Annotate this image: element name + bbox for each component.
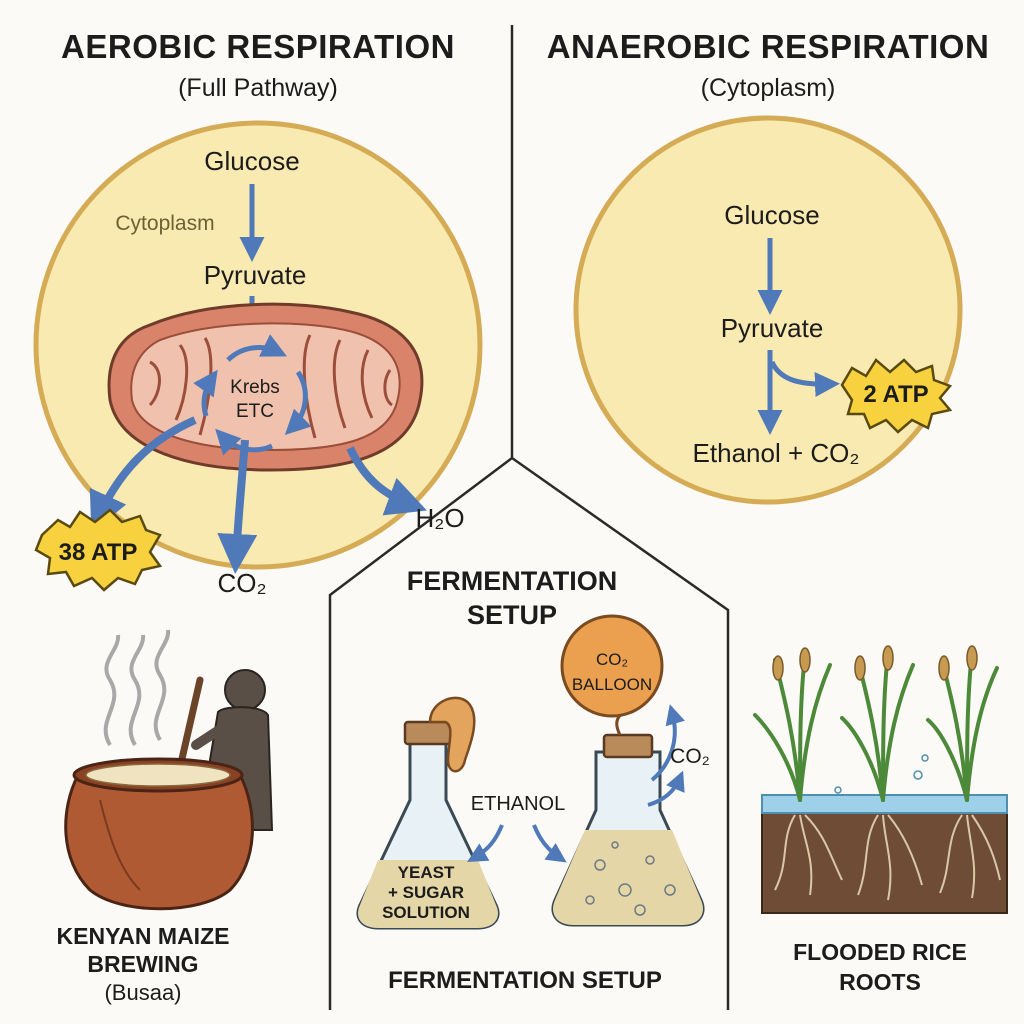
aerobic-atp-burst-icon <box>34 508 163 592</box>
cytoplasm-label: Cytoplasm <box>115 212 214 235</box>
flask-label-line1: YEAST <box>398 863 455 882</box>
kenyan-label-line2: BREWING <box>87 951 198 977</box>
anaerobic-atp-label: 2 ATP <box>863 381 928 408</box>
flask-label-line2: + SUGAR <box>388 883 464 902</box>
anaerobic-atp-arrow <box>769 360 840 397</box>
co2-output-arrow <box>217 439 258 574</box>
fermentation-co2-label: CO₂ <box>670 745 710 768</box>
kenyan-brewing-panel: KENYAN MAIZE BREWING (Busaa) <box>57 629 274 1005</box>
right-flask-icon <box>551 733 705 927</box>
balloon-label-line1: CO₂ <box>596 650 628 669</box>
aerobic-pyruvate-label: Pyruvate <box>204 260 307 290</box>
fermentation-title-line1: FERMENTATION <box>407 566 617 596</box>
water-bubbles <box>834 754 929 794</box>
deflated-balloon-icon <box>428 696 476 773</box>
co2-balloon-icon <box>560 614 664 736</box>
flask-label-line3: SOLUTION <box>382 903 470 922</box>
soil-block <box>761 794 1008 914</box>
rice-label-line1: FLOODED RICE <box>793 939 967 965</box>
aerobic-subtitle: (Full Pathway) <box>178 74 338 102</box>
panel-dividers <box>328 25 730 1010</box>
anaerobic-atp-burst-icon <box>840 358 953 434</box>
anaerobic-products-label: Ethanol + CO₂ <box>693 438 860 468</box>
fermentation-panel: FERMENTATION SETUP YEAST + SUGAR SOLUTIO… <box>356 566 710 994</box>
aerobic-atp-label: 38 ATP <box>59 539 138 566</box>
anaerobic-pyruvate-label: Pyruvate <box>721 313 824 343</box>
aerobic-panel: AEROBIC RESPIRATION (Full Pathway) Gluco… <box>33 28 483 598</box>
rice-panel: FLOODED RICE ROOTS <box>753 645 1008 995</box>
anaerobic-title: ANAEROBIC RESPIRATION <box>547 28 990 65</box>
roots <box>774 814 1001 901</box>
aerobic-co2-label: CO₂ <box>217 568 266 598</box>
kenyan-label-line1: KENYAN MAIZE <box>57 923 230 949</box>
krebs-cycle-arrows <box>193 334 312 456</box>
fermentation-title-line2: SETUP <box>467 600 557 630</box>
aerobic-glucose-label: Glucose <box>204 146 299 176</box>
ethanol-right-arrow <box>532 824 567 863</box>
anaerobic-glucose-label: Glucose <box>724 200 819 230</box>
aerobic-h2o-label: H₂O <box>415 503 464 533</box>
fermentation-caption: FERMENTATION SETUP <box>388 967 662 994</box>
kenyan-label-line3: (Busaa) <box>104 980 181 1005</box>
aerobic-title: AEROBIC RESPIRATION <box>61 28 455 65</box>
ethanol-label: ETHANOL <box>471 793 565 815</box>
anaerobic-subtitle: (Cytoplasm) <box>701 74 836 102</box>
balloon-label-line2: BALLOON <box>572 675 652 694</box>
rice-label-line2: ROOTS <box>839 969 921 995</box>
rice-grain-icon <box>772 645 978 681</box>
rice-plant-icon <box>753 650 999 802</box>
etc-label: ETC <box>236 401 274 422</box>
anaerobic-panel: ANAEROBIC RESPIRATION (Cytoplasm) Glucos… <box>547 28 990 505</box>
krebs-label: Krebs <box>230 377 280 398</box>
co2-flask-arrow <box>647 770 685 807</box>
atp-output-arrow <box>89 416 197 533</box>
pot-icon <box>64 757 254 911</box>
h2o-output-arrow <box>346 446 428 516</box>
ethanol-left-arrow <box>467 824 504 862</box>
co2-rising-arrow <box>650 704 685 782</box>
left-flask-icon <box>356 696 500 930</box>
steam-icon <box>103 629 171 747</box>
